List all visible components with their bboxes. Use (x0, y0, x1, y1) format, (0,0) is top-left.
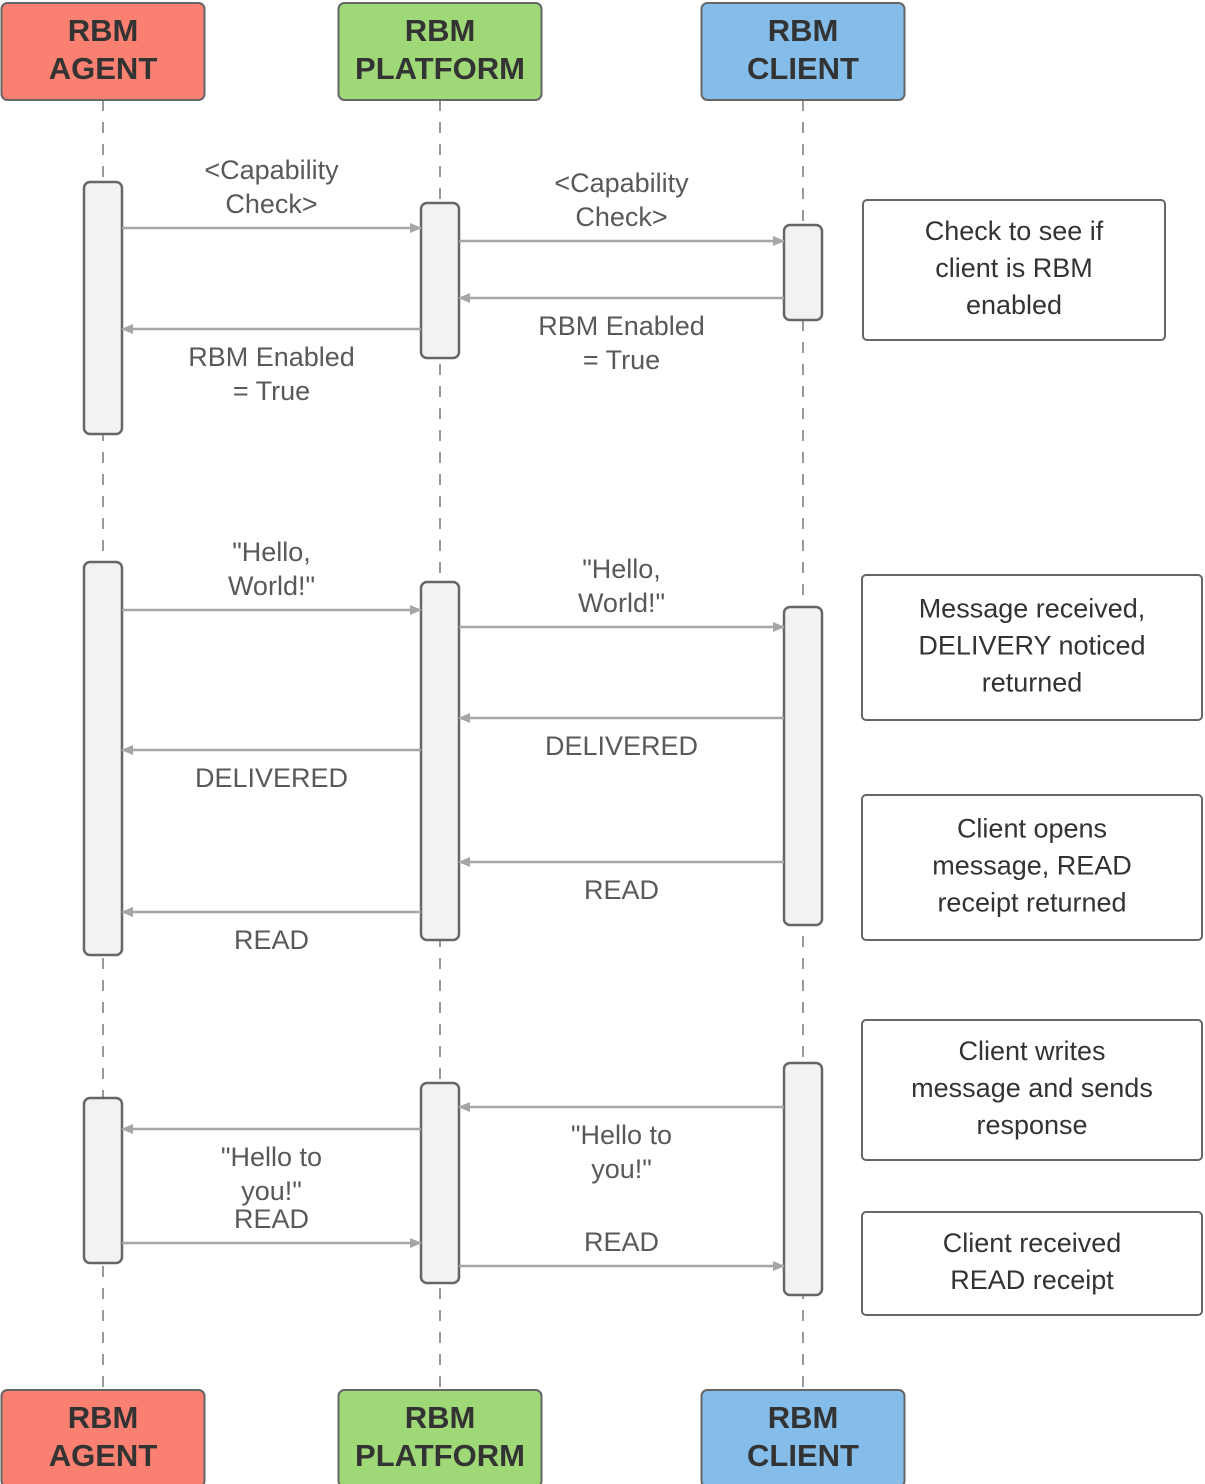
activation-bar-rbm-agent (82, 560, 124, 957)
note-client-received-read (861, 1211, 1203, 1316)
header-box-rbm-agent[interactable] (0, 2, 206, 101)
header-label-rbm-agent: RBM (68, 13, 139, 48)
note-client-writes-line: response (976, 1110, 1087, 1140)
note-client-received-read-line: Client received (943, 1228, 1122, 1258)
message-label-m5: World!" (228, 571, 315, 601)
note-client-writes-line: Client writes (958, 1036, 1105, 1066)
notes-layer: Check to see if client is RBM enabledMessa… (861, 199, 1203, 1316)
activation-bar-rbm-platform (419, 201, 461, 360)
note-client-opens-line: receipt returned (937, 888, 1126, 918)
footer-box-rbm-platform[interactable] (337, 1389, 543, 1484)
note-message-received (861, 574, 1203, 721)
note-client-writes (861, 1019, 1203, 1161)
footer-label-rbm-agent: RBM (68, 1400, 139, 1435)
lifeline-headers-layer: RBMAGENTRBMPLATFORMRBMCLIENTRBMAGENTRBMP… (0, 2, 906, 1484)
header-box-rbm-client[interactable] (700, 2, 906, 101)
message-label-m2: <Capability (554, 168, 689, 198)
message-label-m1: <Capability (204, 155, 339, 185)
note-message-received-line: returned (982, 668, 1083, 698)
footer-label-rbm-platform: RBM (405, 1400, 476, 1435)
footer-box-rbm-client[interactable] (700, 1389, 906, 1484)
header-label-rbm-agent: AGENT (49, 51, 158, 86)
message-label-m3: = True (583, 345, 660, 375)
message-label-m11: "Hello to (571, 1120, 672, 1150)
note-client-opens-line: message, READ (932, 851, 1132, 881)
footer-label-rbm-platform: PLATFORM (355, 1438, 525, 1473)
footer-label-rbm-client: CLIENT (747, 1438, 859, 1473)
message-label-m8: DELIVERED (195, 763, 348, 793)
message-label-m7: DELIVERED (545, 731, 698, 761)
header-box-rbm-platform[interactable] (337, 2, 543, 101)
footer-label-rbm-agent: AGENT (49, 1438, 158, 1473)
message-label-m10: READ (234, 925, 309, 955)
footer-label-rbm-client: RBM (768, 1400, 839, 1435)
activation-bar-rbm-agent (82, 1096, 124, 1265)
note-client-opens (861, 794, 1203, 941)
message-label-m5: "Hello, (232, 537, 311, 567)
activation-bar-rbm-client (782, 1061, 824, 1297)
activation-bar-rbm-platform (419, 580, 461, 942)
message-label-m2: Check> (575, 202, 667, 232)
note-client-received-read-line: READ receipt (950, 1265, 1114, 1295)
message-label-m4: = True (233, 376, 310, 406)
note-client-writes-line: message and sends (911, 1073, 1153, 1103)
activation-bar-rbm-client (782, 605, 824, 927)
message-label-m6: World!" (578, 588, 665, 618)
message-label-m12: "Hello to (221, 1142, 322, 1172)
message-label-m1: Check> (225, 189, 317, 219)
message-label-m13: READ (234, 1204, 309, 1234)
message-label-m3: RBM Enabled (538, 311, 705, 341)
header-label-rbm-client: RBM (768, 13, 839, 48)
message-label-m6: "Hello, (582, 554, 661, 584)
note-capability-check-line: client is RBM (935, 253, 1093, 283)
note-message-received-line: Message received, (919, 594, 1146, 624)
message-label-m4: RBM Enabled (188, 342, 355, 372)
footer-box-rbm-agent[interactable] (0, 1389, 206, 1484)
activation-bar-rbm-client (782, 223, 824, 322)
header-label-rbm-client: CLIENT (747, 51, 859, 86)
message-label-m14: READ (584, 1227, 659, 1257)
note-capability-check-line: Check to see if (925, 216, 1104, 246)
header-label-rbm-platform: PLATFORM (355, 51, 525, 86)
note-capability-check-line: enabled (966, 290, 1062, 320)
note-client-opens-line: Client opens (957, 814, 1107, 844)
note-message-received-line: DELIVERY noticed (918, 631, 1145, 661)
activations-layer (82, 180, 824, 1297)
note-capability-check (862, 199, 1166, 341)
activation-bar-rbm-agent (82, 180, 124, 436)
header-label-rbm-platform: RBM (405, 13, 476, 48)
message-label-m12: you!" (241, 1176, 302, 1206)
activation-bar-rbm-platform (419, 1081, 461, 1285)
message-label-m9: READ (584, 875, 659, 905)
message-label-m11: you!" (591, 1154, 652, 1184)
